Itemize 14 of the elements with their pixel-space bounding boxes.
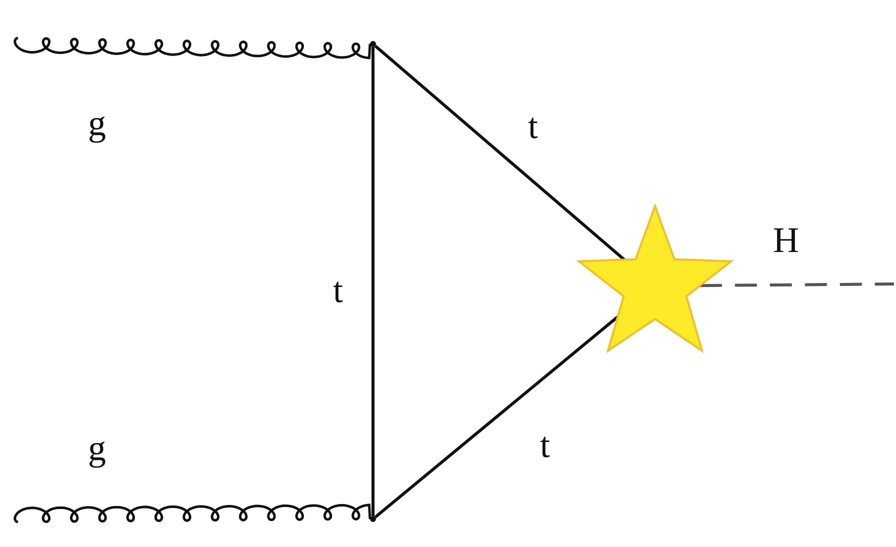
vertex-dot xyxy=(370,41,376,47)
propagator-line xyxy=(374,44,626,261)
gluon-line xyxy=(14,36,372,60)
edge-label: t xyxy=(540,427,550,463)
dashed-line xyxy=(700,282,894,288)
edge-label: t xyxy=(333,272,344,308)
vertex-dot xyxy=(370,516,376,522)
edge-label: H xyxy=(773,222,799,258)
propagator-line xyxy=(374,316,619,518)
edge-label: t xyxy=(528,108,538,144)
gluon-line xyxy=(14,504,372,524)
edge-label: g xyxy=(88,430,106,466)
edge-label: g xyxy=(88,105,106,141)
propagator-line xyxy=(372,47,374,516)
